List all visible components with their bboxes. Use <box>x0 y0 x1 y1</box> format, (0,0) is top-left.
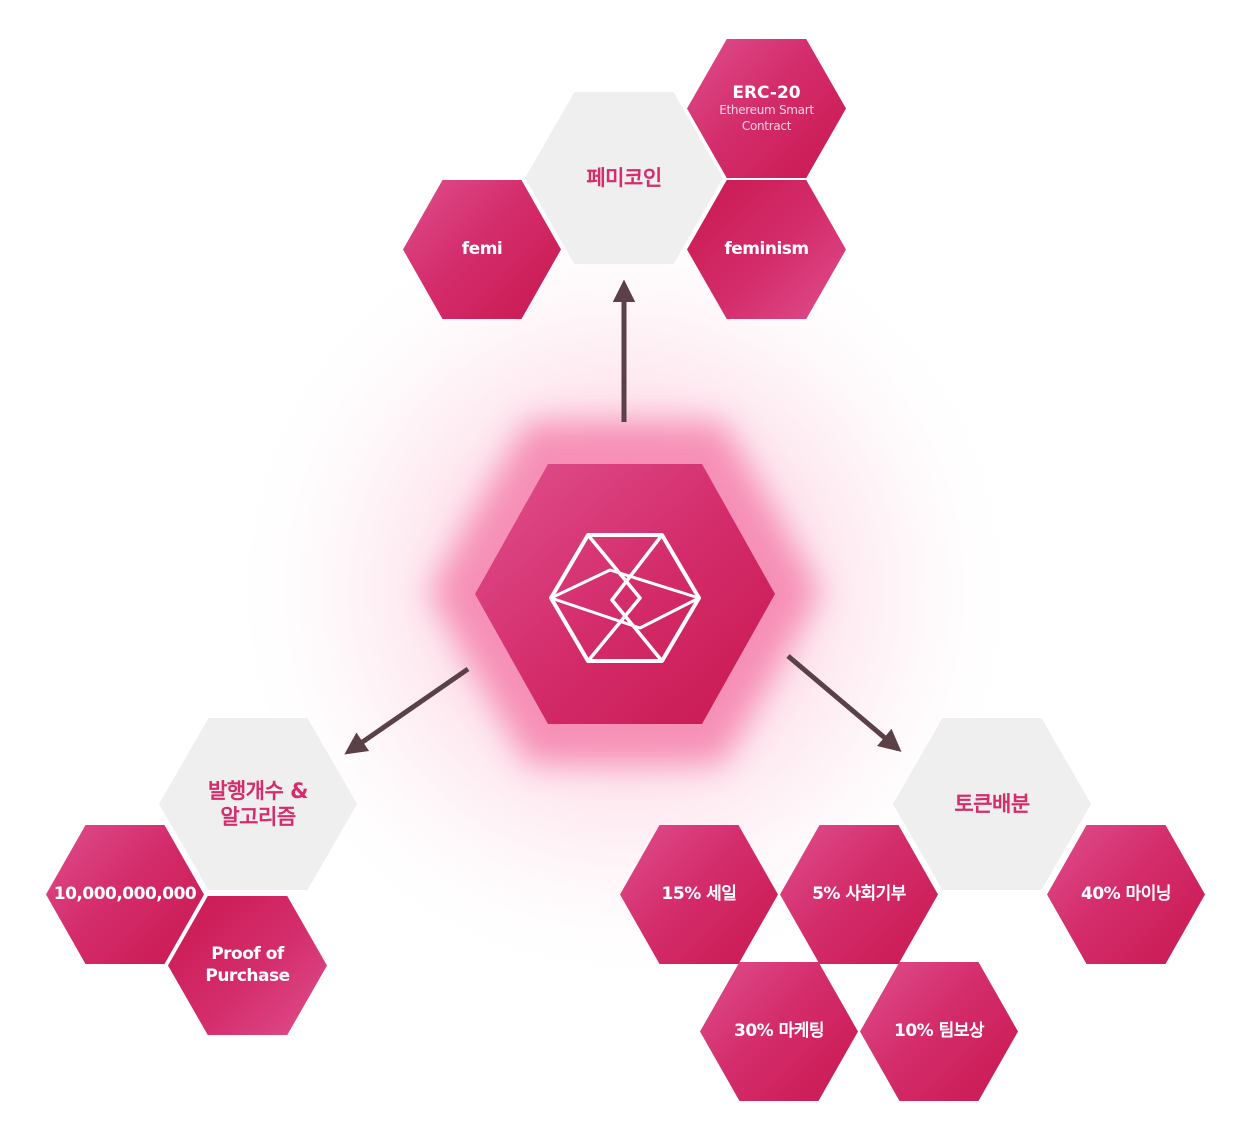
feminism-label: feminism <box>724 238 809 259</box>
femicoin-logo-icon <box>549 533 701 663</box>
arrow-to-right-group <box>786 654 902 752</box>
erc20-sub-line2: Contract <box>741 118 792 133</box>
mining-label: 40% 마이닝 <box>1080 883 1172 904</box>
hex-issuance-algorithm: 발행개수 & 알고리즘 <box>159 718 357 890</box>
social-donation-label: 5% 사회기부 <box>812 883 906 904</box>
sale-label: 15% 세일 <box>661 883 737 904</box>
erc20-text: ERC-20 Ethereum Smart Contract <box>719 83 814 134</box>
hex-proof-of-purchase: Proof of Purchase <box>168 896 327 1035</box>
erc20-label: ERC-20 <box>732 82 801 103</box>
token-distribution-title: 토큰배분 <box>954 791 1030 816</box>
issuance-title: 발행개수 & 알고리즘 <box>208 778 308 831</box>
femicoin-title: 페미코인 <box>586 165 662 190</box>
proof-label-line2: Purchase <box>205 965 290 986</box>
hex-token-distribution: 토큰배분 <box>893 718 1091 890</box>
issuance-title-line1: 발행개수 & <box>208 778 308 803</box>
hex-mining: 40% 마이닝 <box>1047 825 1205 964</box>
supply-label: 10,000,000,000 <box>53 883 197 904</box>
team-reward-label: 10% 팀보상 <box>893 1020 985 1041</box>
hex-erc20: ERC-20 Ethereum Smart Contract <box>687 39 846 178</box>
proof-label-line1: Proof of <box>211 944 284 965</box>
femi-label: femi <box>461 238 503 259</box>
center-hexagon <box>475 464 775 724</box>
issuance-title-line2: 알고리즘 <box>220 805 296 829</box>
erc20-sub-line1: Ethereum Smart <box>719 102 814 117</box>
hex-supply: 10,000,000,000 <box>46 825 204 964</box>
arrow-to-left-group <box>344 666 470 755</box>
proof-of-purchase-text: Proof of Purchase <box>205 944 290 987</box>
marketing-label: 30% 마케팅 <box>733 1020 825 1041</box>
